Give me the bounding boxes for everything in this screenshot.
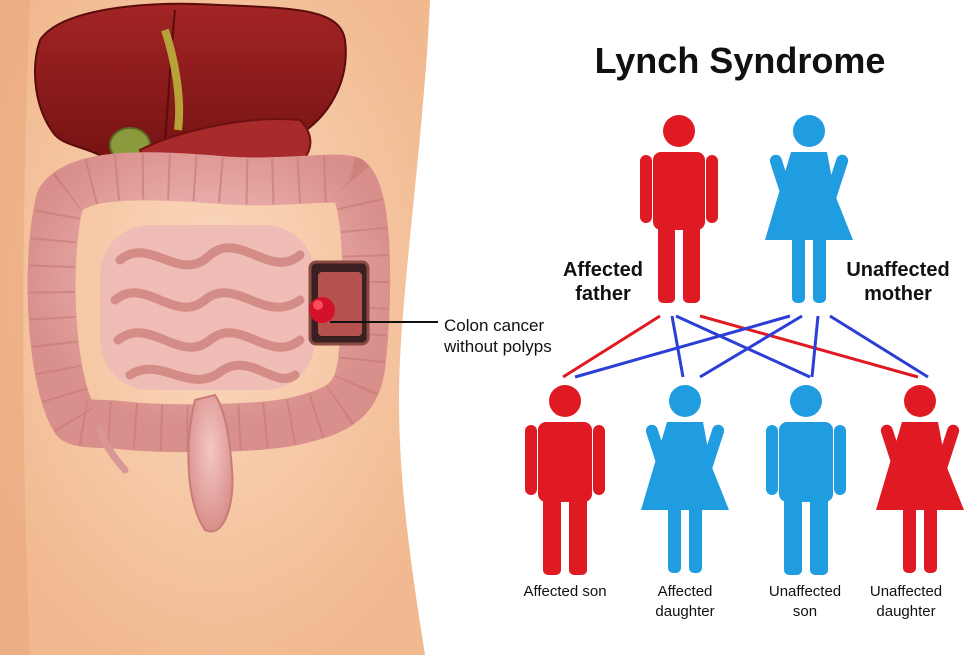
tumor-highlight [313, 300, 323, 310]
mother-to-son-line [574, 314, 791, 379]
child-label-line1: Unaffected [768, 583, 842, 600]
child-label-line1: Unaffected [869, 583, 943, 600]
callout-label: Colon cancer without polyps [444, 315, 552, 357]
diagram-title: Lynch Syndrome [594, 40, 886, 81]
large-intestine [27, 152, 391, 533]
small-intestine-bed [100, 225, 315, 390]
father-label: Affected father [548, 258, 658, 306]
female-icon [641, 385, 729, 573]
child-label-line2: son [792, 603, 818, 620]
tumor-cutaway [308, 260, 370, 346]
child-label-line2: daughter [876, 603, 936, 620]
callout-line2: without polyps [444, 337, 552, 356]
unaffected-daughter-figure [876, 385, 964, 573]
child-label-affected-son: Affected son [500, 582, 630, 602]
mother-label-line1: Unaffected [846, 259, 950, 281]
father-figure [640, 115, 718, 303]
mother-to-unaffected-son-line [810, 315, 820, 378]
male-icon [525, 385, 605, 575]
mother-label-line2: mother [864, 283, 932, 305]
mother-to-daughter-line [699, 314, 803, 379]
child-label-unaffected-son: Unaffected son [740, 582, 870, 622]
child-label-affected-daughter: Affected daughter [620, 582, 750, 622]
affected-son-figure [525, 385, 605, 575]
child-label-line1: Affected son [523, 583, 607, 600]
tumor [309, 297, 335, 323]
male-icon [640, 115, 718, 303]
callout-line1: Colon cancer [444, 316, 545, 335]
liver-lobe-line [164, 9, 176, 141]
affected-daughter-figure [641, 385, 729, 573]
bile-duct [161, 28, 184, 131]
female-icon [876, 385, 964, 573]
unaffected-son-figure [766, 385, 846, 575]
torso-shadow-left [0, 0, 30, 655]
mother-label: Unaffected mother [828, 258, 968, 306]
mother-figure [765, 115, 853, 303]
child-label-unaffected-daughter: Unaffected daughter [841, 582, 971, 622]
child-label-line2: daughter [655, 603, 715, 620]
child-label-line1: Affected [657, 583, 713, 600]
father-to-unaffected-daughter-line [699, 314, 919, 379]
father-to-unaffected-son-line [675, 314, 811, 379]
father-label-line2: father [575, 283, 631, 305]
male-icon [766, 385, 846, 575]
appendix [96, 426, 129, 474]
rectum [187, 393, 234, 533]
small-intestine-loops [110, 243, 305, 384]
father-to-son-line [562, 314, 661, 379]
inheritance-lines [562, 314, 929, 379]
small-intestine [100, 225, 315, 390]
female-icon [765, 115, 853, 303]
father-label-line1: Affected [562, 259, 643, 281]
mother-to-unaffected-daughter-line [829, 314, 929, 379]
